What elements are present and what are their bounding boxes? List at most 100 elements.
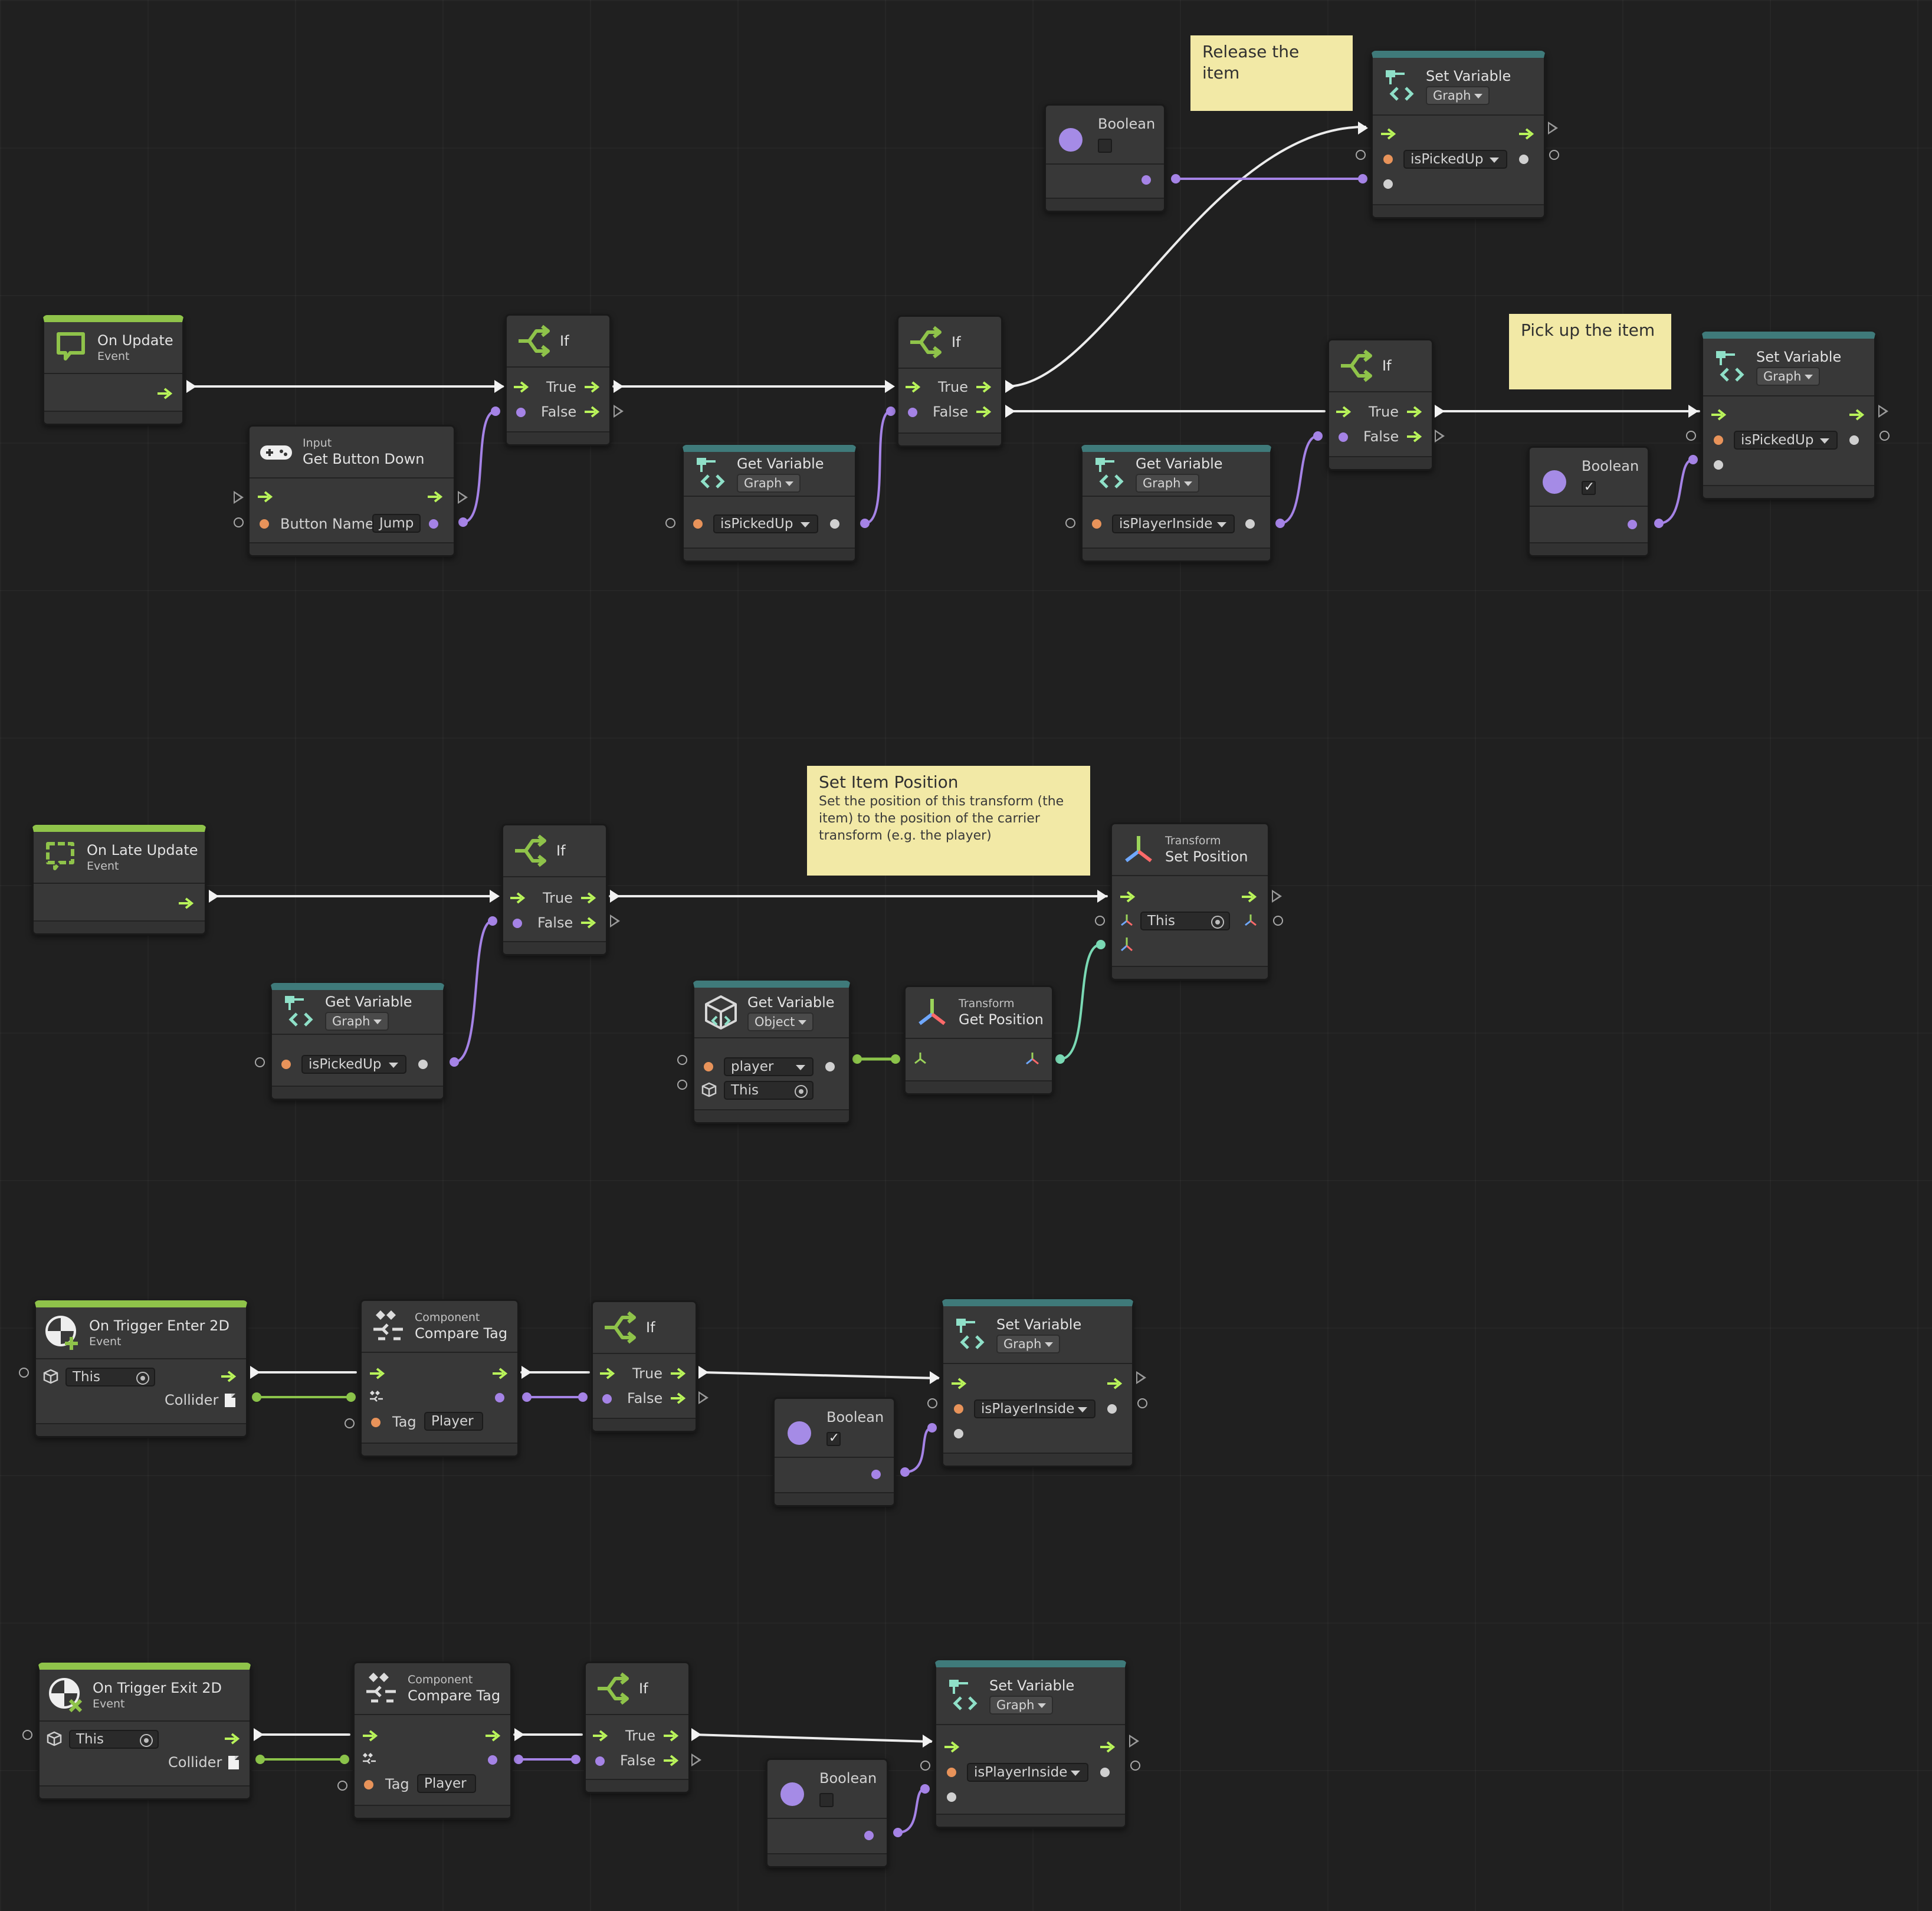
target-object-field[interactable]: This xyxy=(724,1081,814,1100)
value-port[interactable] xyxy=(337,1781,347,1791)
value-output-port[interactable] xyxy=(1519,155,1528,164)
value-port[interactable] xyxy=(1549,150,1559,160)
note-set-item-position[interactable]: Set Item Position Set the position of th… xyxy=(807,766,1090,876)
flow-port[interactable] xyxy=(490,890,500,903)
scope-dropdown[interactable]: Graph xyxy=(1756,367,1821,386)
value-output-port[interactable] xyxy=(1142,175,1151,185)
flow-port[interactable] xyxy=(209,890,219,903)
scope-dropdown[interactable]: Graph xyxy=(1136,474,1200,493)
boolean-toggle[interactable] xyxy=(819,1793,834,1807)
true-output-port[interactable] xyxy=(585,381,601,394)
flow-port[interactable] xyxy=(698,1366,708,1379)
boolean-literal-node[interactable]: Boolean ✓ xyxy=(773,1397,896,1507)
target-picker-icon[interactable] xyxy=(140,1734,153,1747)
if-node[interactable]: If True False xyxy=(505,314,611,446)
boolean-toggle[interactable]: ✓ xyxy=(826,1431,841,1446)
flow-output-port[interactable] xyxy=(158,387,174,400)
true-output-port[interactable] xyxy=(1407,405,1423,418)
value-port[interactable] xyxy=(1137,1398,1147,1408)
flow-input-port[interactable] xyxy=(1120,890,1137,903)
flow-output-port[interactable] xyxy=(1849,408,1866,421)
flow-port[interactable] xyxy=(610,914,620,927)
flow-port[interactable] xyxy=(494,380,504,393)
flow-output-port[interactable] xyxy=(221,1370,238,1383)
name-port[interactable] xyxy=(954,1404,963,1414)
flow-input-port[interactable] xyxy=(363,1729,379,1742)
if-node[interactable]: If True False xyxy=(501,824,608,956)
condition-port[interactable] xyxy=(908,408,917,417)
position-output-icon[interactable] xyxy=(1024,1051,1041,1066)
boolean-toggle[interactable]: ✓ xyxy=(1582,480,1596,495)
tag-port[interactable] xyxy=(364,1780,373,1789)
flow-port[interactable] xyxy=(610,890,620,903)
variable-name-select[interactable]: isPickedUp xyxy=(1734,431,1838,450)
value-output-port[interactable] xyxy=(1245,519,1255,529)
flow-port[interactable] xyxy=(1136,1371,1146,1384)
value-output-port[interactable] xyxy=(1100,1768,1110,1777)
flow-output-port[interactable] xyxy=(179,897,195,910)
flow-port[interactable] xyxy=(186,380,196,393)
scope-dropdown[interactable]: Graph xyxy=(996,1335,1061,1353)
condition-port[interactable] xyxy=(602,1394,612,1404)
flow-port[interactable] xyxy=(254,1728,264,1741)
value-port[interactable] xyxy=(1095,916,1105,926)
button-name-input[interactable]: Jump xyxy=(372,514,421,533)
note-pickup-item[interactable]: Pick up the item xyxy=(1509,314,1671,389)
value-port[interactable] xyxy=(22,1730,32,1740)
scope-dropdown[interactable]: Graph xyxy=(989,1696,1054,1715)
transform-input-icon[interactable] xyxy=(1119,913,1134,928)
flow-input-port[interactable] xyxy=(600,1367,616,1380)
tag-input[interactable]: Player xyxy=(424,1412,483,1431)
flow-output-port[interactable] xyxy=(1519,127,1536,140)
value-input-port[interactable] xyxy=(1383,179,1393,189)
flow-port[interactable] xyxy=(1548,122,1558,135)
true-output-port[interactable] xyxy=(581,891,598,904)
target-transform-field[interactable]: This xyxy=(1140,912,1230,930)
false-output-port[interactable] xyxy=(664,1754,680,1767)
value-input-port[interactable] xyxy=(954,1429,963,1438)
flow-port[interactable] xyxy=(1435,405,1445,418)
name-port[interactable] xyxy=(947,1768,956,1777)
value-port[interactable] xyxy=(255,1057,265,1067)
true-output-port[interactable] xyxy=(671,1367,687,1380)
target-picker-icon[interactable] xyxy=(136,1372,149,1385)
variable-name-select[interactable]: isPlayerInside xyxy=(1112,514,1235,533)
flow-input-port[interactable] xyxy=(1336,405,1353,418)
name-port[interactable] xyxy=(1092,519,1101,529)
value-port[interactable] xyxy=(19,1368,29,1378)
condition-port[interactable] xyxy=(516,408,526,417)
name-port[interactable] xyxy=(704,1062,713,1071)
value-output-port[interactable] xyxy=(830,519,839,529)
flow-input-port[interactable] xyxy=(906,381,922,394)
target-picker-icon[interactable] xyxy=(1211,916,1224,929)
flow-output-port[interactable] xyxy=(225,1732,241,1745)
value-port[interactable] xyxy=(1065,518,1075,528)
value-port[interactable] xyxy=(345,1418,355,1428)
target-object-field[interactable]: This xyxy=(65,1368,155,1386)
value-port[interactable] xyxy=(920,1761,930,1771)
flow-port[interactable] xyxy=(234,491,244,504)
boolean-literal-node[interactable]: Boolean xyxy=(766,1758,888,1868)
value-port[interactable] xyxy=(665,518,675,528)
flow-port[interactable] xyxy=(614,405,624,418)
value-output-port[interactable] xyxy=(1849,435,1859,445)
value-port[interactable] xyxy=(1686,431,1696,441)
true-output-port[interactable] xyxy=(976,381,993,394)
value-output-port[interactable] xyxy=(418,1060,428,1069)
target-picker-icon[interactable] xyxy=(795,1085,808,1098)
variable-name-select[interactable]: player xyxy=(724,1057,814,1076)
variable-name-select[interactable]: isPickedUp xyxy=(713,514,818,533)
tag-port[interactable] xyxy=(371,1418,381,1427)
value-port[interactable] xyxy=(677,1055,687,1065)
note-release-item[interactable]: Release the item xyxy=(1190,35,1353,111)
